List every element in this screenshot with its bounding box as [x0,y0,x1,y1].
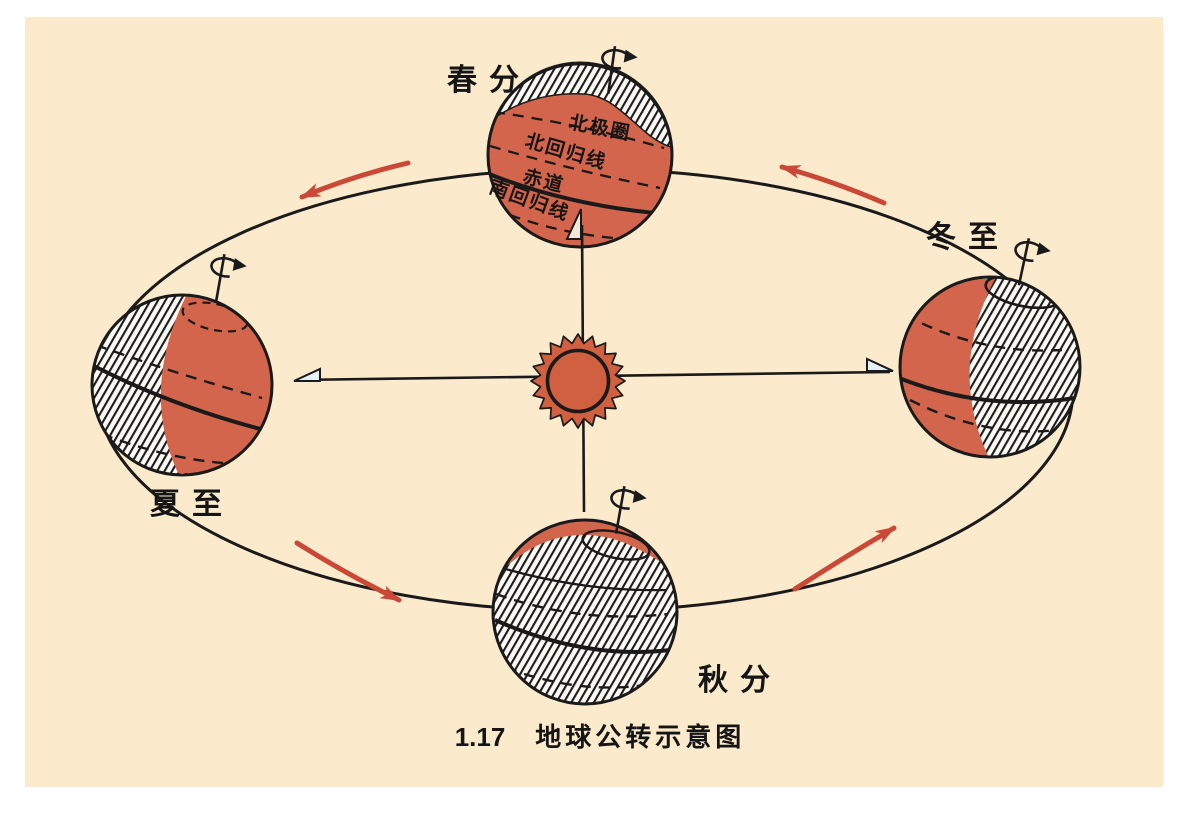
caption-title: 地球公转示意图 [535,722,745,752]
globe-outline [486,61,674,249]
latitude-line [501,566,667,592]
globe-night-side [493,520,677,704]
ray-arrowhead-left [293,367,321,382]
revolution-arrow-top-right [779,164,887,206]
revolution-arrow-top-left [299,160,411,200]
globe-spring-equinox: 北极圈 北回归线 赤道 南回归线 [486,43,674,249]
globe-outline [491,518,679,706]
sun-burst [530,333,626,429]
globe-summer-solstice [90,251,274,477]
label-spring-equinox: 春分 [447,64,531,97]
caption: 1.17 地球公转示意图 [455,722,746,752]
latitude-line [904,313,1063,352]
revolution-arrows [294,160,897,603]
caption-number: 1.17 [455,722,506,752]
globe-outline [898,275,1082,459]
latitude-line [495,592,669,618]
polar-circle-line [581,529,651,561]
latitude-line [95,343,263,400]
revolution-arrow-bottom-right [792,525,897,592]
globe-outline [90,293,274,477]
ray-arrowhead-up [565,208,582,240]
globe-autumn-equinox [491,483,679,706]
ray-arrowhead-right [866,357,894,372]
equator-line [93,364,265,432]
label-summer-solstice: 夏至 [150,488,234,521]
sun [530,333,626,429]
arctic-circle-line [493,110,665,150]
revolution-arrow-bottom-left [294,540,402,603]
latitude-line [909,398,1059,433]
equator-line [494,618,671,654]
label-autumn-equinox: 秋分 [698,664,782,697]
tropic-of-cancer-line [489,144,661,190]
equator-line [900,376,1076,405]
equator-line [488,172,667,216]
sun-ring [545,348,611,414]
label-winter-solstice: 冬至 [926,221,1010,254]
